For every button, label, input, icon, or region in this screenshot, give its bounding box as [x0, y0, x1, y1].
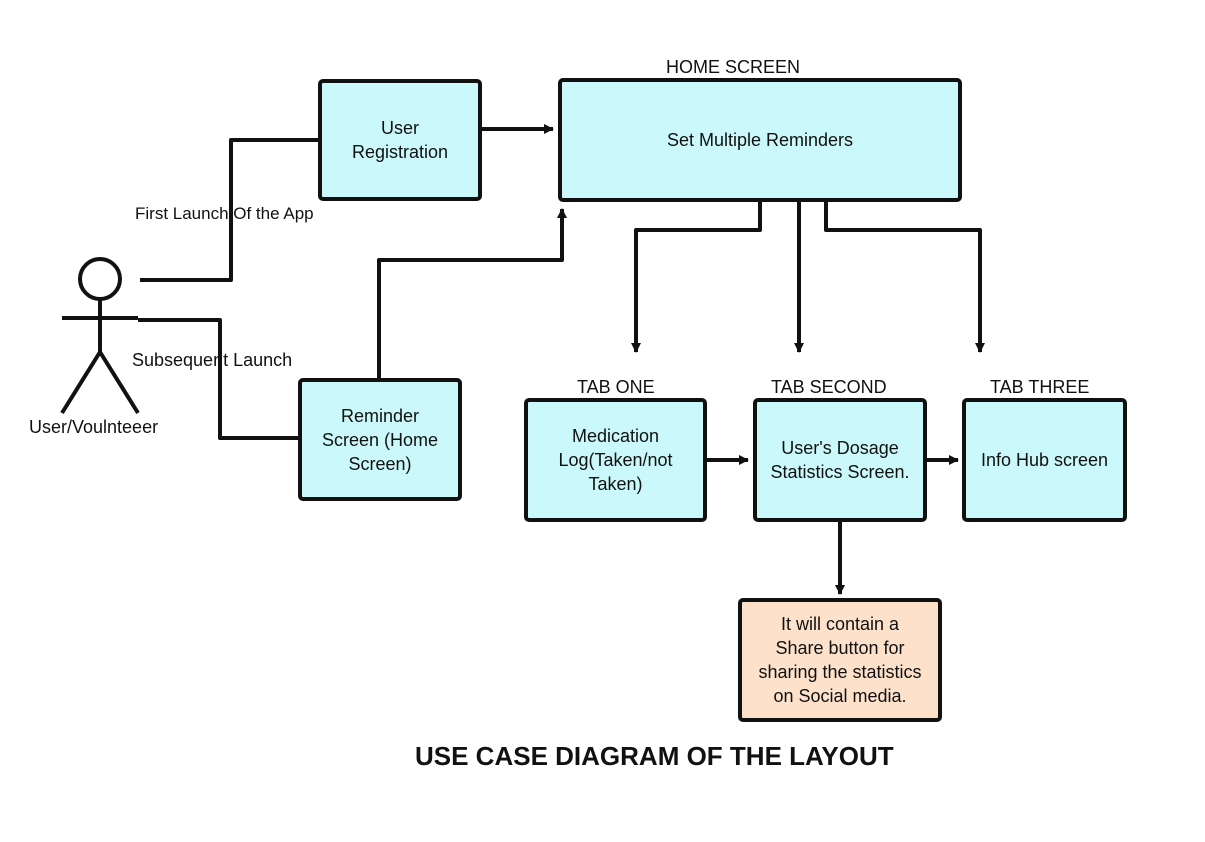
diagram-title: USE CASE DIAGRAM OF THE LAYOUT: [415, 741, 894, 771]
tab-three-box: Info Hub screen: [962, 398, 1127, 522]
tab-second-header: TAB SECOND: [771, 377, 887, 397]
tab-one-header: TAB ONE: [577, 377, 655, 397]
subsequent-launch-label: Subsequent Launch: [132, 350, 293, 370]
home-screen-box: Set Multiple Reminders: [558, 78, 962, 202]
reminder-screen-box: Reminder Screen (Home Screen): [298, 378, 462, 501]
edge-home-to-tab-three: [824, 201, 985, 353]
tab-three-header: TAB THREE: [990, 377, 1090, 397]
first-launch-label: First Launch Of the App: [135, 204, 314, 223]
edge-reminder-to-home: [377, 208, 567, 378]
share-note-box: It will contain a Share button for shari…: [738, 598, 942, 722]
actor-label: User/Voulnteeer: [29, 417, 159, 437]
edge-first-launch: [140, 138, 320, 282]
tab-one-box: Medication Log(Taken/not Taken): [524, 398, 707, 522]
tab-second-box: User's Dosage Statistics Screen.: [753, 398, 927, 522]
home-screen-header: HOME SCREEN: [666, 57, 801, 77]
user-registration-box: User Registration: [318, 79, 482, 201]
actor-figure: [60, 257, 140, 415]
edge-subsequent-launch: [138, 318, 300, 440]
edge-home-to-tab-one: [631, 201, 762, 353]
